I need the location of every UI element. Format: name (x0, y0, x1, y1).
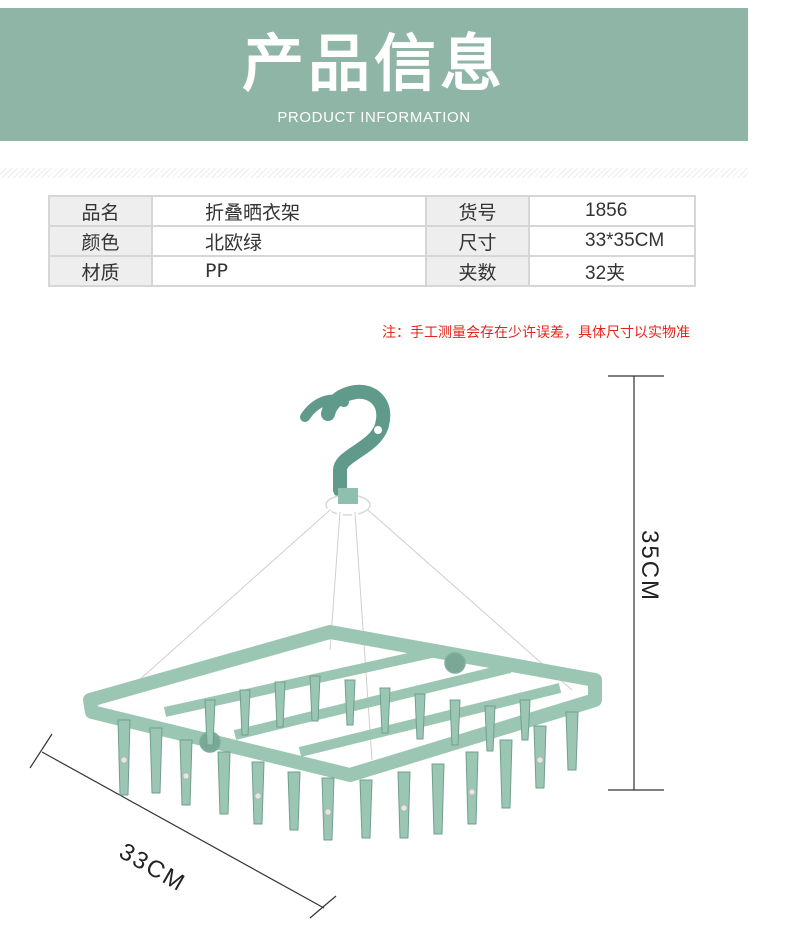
page-subtitle: PRODUCT INFORMATION (277, 109, 471, 126)
hook-icon (300, 384, 391, 516)
hanger-frame (83, 625, 602, 782)
spec-key: 材质 (48, 255, 153, 287)
hanger-product-image (29, 375, 664, 919)
height-dimension-line (608, 375, 664, 791)
page-title: 产品信息 (241, 27, 506, 100)
spec-value: 33*35CM (528, 225, 696, 257)
table-row: 品名 折叠晒衣架 货号 1856 (48, 195, 696, 227)
spec-key: 货号 (425, 195, 530, 227)
spec-table: 品名 折叠晒衣架 货号 1856 颜色 北欧绿 尺寸 33*35CM 材质 PP… (48, 195, 696, 287)
spec-key: 品名 (48, 195, 153, 227)
header-banner: 产品信息 PRODUCT INFORMATION (0, 8, 748, 141)
table-row: 颜色 北欧绿 尺寸 33*35CM (48, 225, 696, 257)
table-row: 材质 PP 夹数 32夹 (48, 255, 696, 287)
height-label: 35CM (636, 530, 663, 603)
spec-value: 1856 (528, 195, 696, 227)
peg-clips (117, 675, 579, 841)
measurement-note: 注：手工测量会存在少许误差，具体尺寸以实物准 (382, 325, 690, 341)
spec-key: 夹数 (425, 255, 530, 287)
spec-value: PP (151, 255, 427, 287)
decorative-stripe (0, 168, 748, 178)
width-dimension-line (29, 733, 337, 919)
spec-key: 颜色 (48, 225, 153, 257)
spec-value: 北欧绿 (151, 225, 427, 257)
spec-key: 尺寸 (425, 225, 530, 257)
spec-value: 32夹 (528, 255, 696, 287)
spec-value: 折叠晒衣架 (151, 195, 427, 227)
